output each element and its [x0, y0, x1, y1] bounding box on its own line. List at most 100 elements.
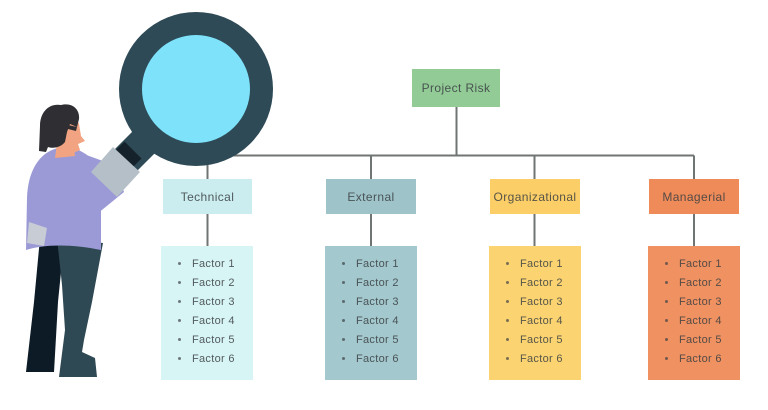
root-node-project-risk: Project Risk — [412, 69, 500, 107]
factor-label: Factor 6 — [520, 352, 563, 365]
person-back-leg — [26, 238, 64, 372]
magnifier-frame — [119, 12, 273, 166]
factor-item: Factor 5 — [648, 330, 740, 349]
bullet-icon — [665, 300, 668, 303]
factor-item: Factor 1 — [489, 254, 581, 273]
factor-label: Factor 1 — [192, 257, 235, 270]
factor-item: Factor 4 — [161, 311, 253, 330]
factor-label: Factor 6 — [192, 352, 235, 365]
root-node-label: Project Risk — [421, 81, 491, 95]
factor-label: Factor 5 — [356, 333, 399, 346]
bullet-icon — [178, 319, 181, 322]
bullet-icon — [506, 338, 509, 341]
factor-list-managerial: Factor 1 Factor 2 Factor 3 Factor 4 Fact… — [648, 246, 740, 380]
factor-item: Factor 3 — [161, 292, 253, 311]
factor-label: Factor 4 — [679, 314, 722, 327]
category-node-technical: Technical — [163, 179, 252, 214]
factor-item: Factor 6 — [489, 349, 581, 368]
person-sweater — [26, 147, 101, 250]
factor-list-external: Factor 1 Factor 2 Factor 3 Factor 4 Fact… — [325, 246, 417, 380]
factor-list-organizational: Factor 1 Factor 2 Factor 3 Factor 4 Fact… — [489, 246, 581, 380]
factor-label: Factor 1 — [356, 257, 399, 270]
factor-label: Factor 3 — [192, 295, 235, 308]
factor-item: Factor 3 — [325, 292, 417, 311]
factor-item: Factor 4 — [648, 311, 740, 330]
factor-item: Factor 5 — [161, 330, 253, 349]
factor-item: Factor 3 — [648, 292, 740, 311]
bullet-icon — [665, 281, 668, 284]
factor-label: Factor 5 — [192, 333, 235, 346]
factor-label: Factor 1 — [679, 257, 722, 270]
magnifier-handle — [103, 141, 142, 180]
factor-item: Factor 5 — [325, 330, 417, 349]
magnifying-glass-icon — [91, 12, 273, 197]
person-hair — [39, 104, 80, 152]
factor-label: Factor 2 — [679, 276, 722, 289]
category-node-external: External — [326, 179, 416, 214]
factor-label: Factor 6 — [679, 352, 722, 365]
category-label: Technical — [180, 189, 235, 204]
bullet-icon — [342, 357, 345, 360]
factor-list-technical: Factor 1 Factor 2 Factor 3 Factor 4 Fact… — [161, 246, 253, 380]
person-front-leg — [57, 238, 103, 377]
magnifier-stub — [115, 131, 155, 171]
bullet-icon — [506, 262, 509, 265]
bullet-icon — [178, 281, 181, 284]
factor-item: Factor 1 — [325, 254, 417, 273]
factor-item: Factor 4 — [489, 311, 581, 330]
category-label: External — [347, 189, 395, 204]
factor-item: Factor 3 — [489, 292, 581, 311]
magnifier-lens — [140, 33, 252, 145]
factor-item: Factor 2 — [489, 273, 581, 292]
factor-label: Factor 5 — [679, 333, 722, 346]
factor-label: Factor 5 — [520, 333, 563, 346]
person-eyebrow — [68, 125, 77, 131]
factor-item: Factor 2 — [648, 273, 740, 292]
factor-item: Factor 6 — [648, 349, 740, 368]
bullet-icon — [342, 300, 345, 303]
factor-label: Factor 4 — [520, 314, 563, 327]
person-magnifier-illustration — [26, 12, 273, 377]
factor-label: Factor 6 — [356, 352, 399, 365]
category-node-organizational: Organizational — [490, 179, 580, 214]
factor-label: Factor 1 — [520, 257, 563, 270]
factor-label: Factor 2 — [520, 276, 563, 289]
factor-item: Factor 2 — [325, 273, 417, 292]
factor-label: Factor 3 — [520, 295, 563, 308]
bullet-icon — [665, 262, 668, 265]
sweater-hem — [27, 222, 47, 246]
factor-item: Factor 4 — [325, 311, 417, 330]
bullet-icon — [178, 357, 181, 360]
factor-item: Factor 6 — [325, 349, 417, 368]
bullet-icon — [665, 357, 668, 360]
person-hand-glove — [91, 147, 140, 197]
factor-item: Factor 5 — [489, 330, 581, 349]
factor-item: Factor 1 — [648, 254, 740, 273]
bullet-icon — [178, 338, 181, 341]
bullet-icon — [665, 338, 668, 341]
bullet-icon — [506, 357, 509, 360]
bullet-icon — [665, 319, 668, 322]
factor-label: Factor 4 — [356, 314, 399, 327]
bullet-icon — [342, 262, 345, 265]
category-node-managerial: Managerial — [649, 179, 739, 214]
factor-label: Factor 2 — [356, 276, 399, 289]
category-label: Organizational — [493, 189, 577, 204]
factor-label: Factor 3 — [356, 295, 399, 308]
factor-label: Factor 2 — [192, 276, 235, 289]
factor-item: Factor 6 — [161, 349, 253, 368]
bullet-icon — [178, 262, 181, 265]
person-figure — [26, 104, 124, 377]
bullet-icon — [178, 300, 181, 303]
factor-item: Factor 1 — [161, 254, 253, 273]
tree-connector-path — [206, 107, 695, 246]
bullet-icon — [506, 300, 509, 303]
person-neck — [55, 141, 75, 158]
bullet-icon — [342, 338, 345, 341]
factor-label: Factor 3 — [679, 295, 722, 308]
factor-item: Factor 2 — [161, 273, 253, 292]
factor-label: Factor 4 — [192, 314, 235, 327]
category-label: Managerial — [662, 189, 726, 204]
bullet-icon — [342, 281, 345, 284]
